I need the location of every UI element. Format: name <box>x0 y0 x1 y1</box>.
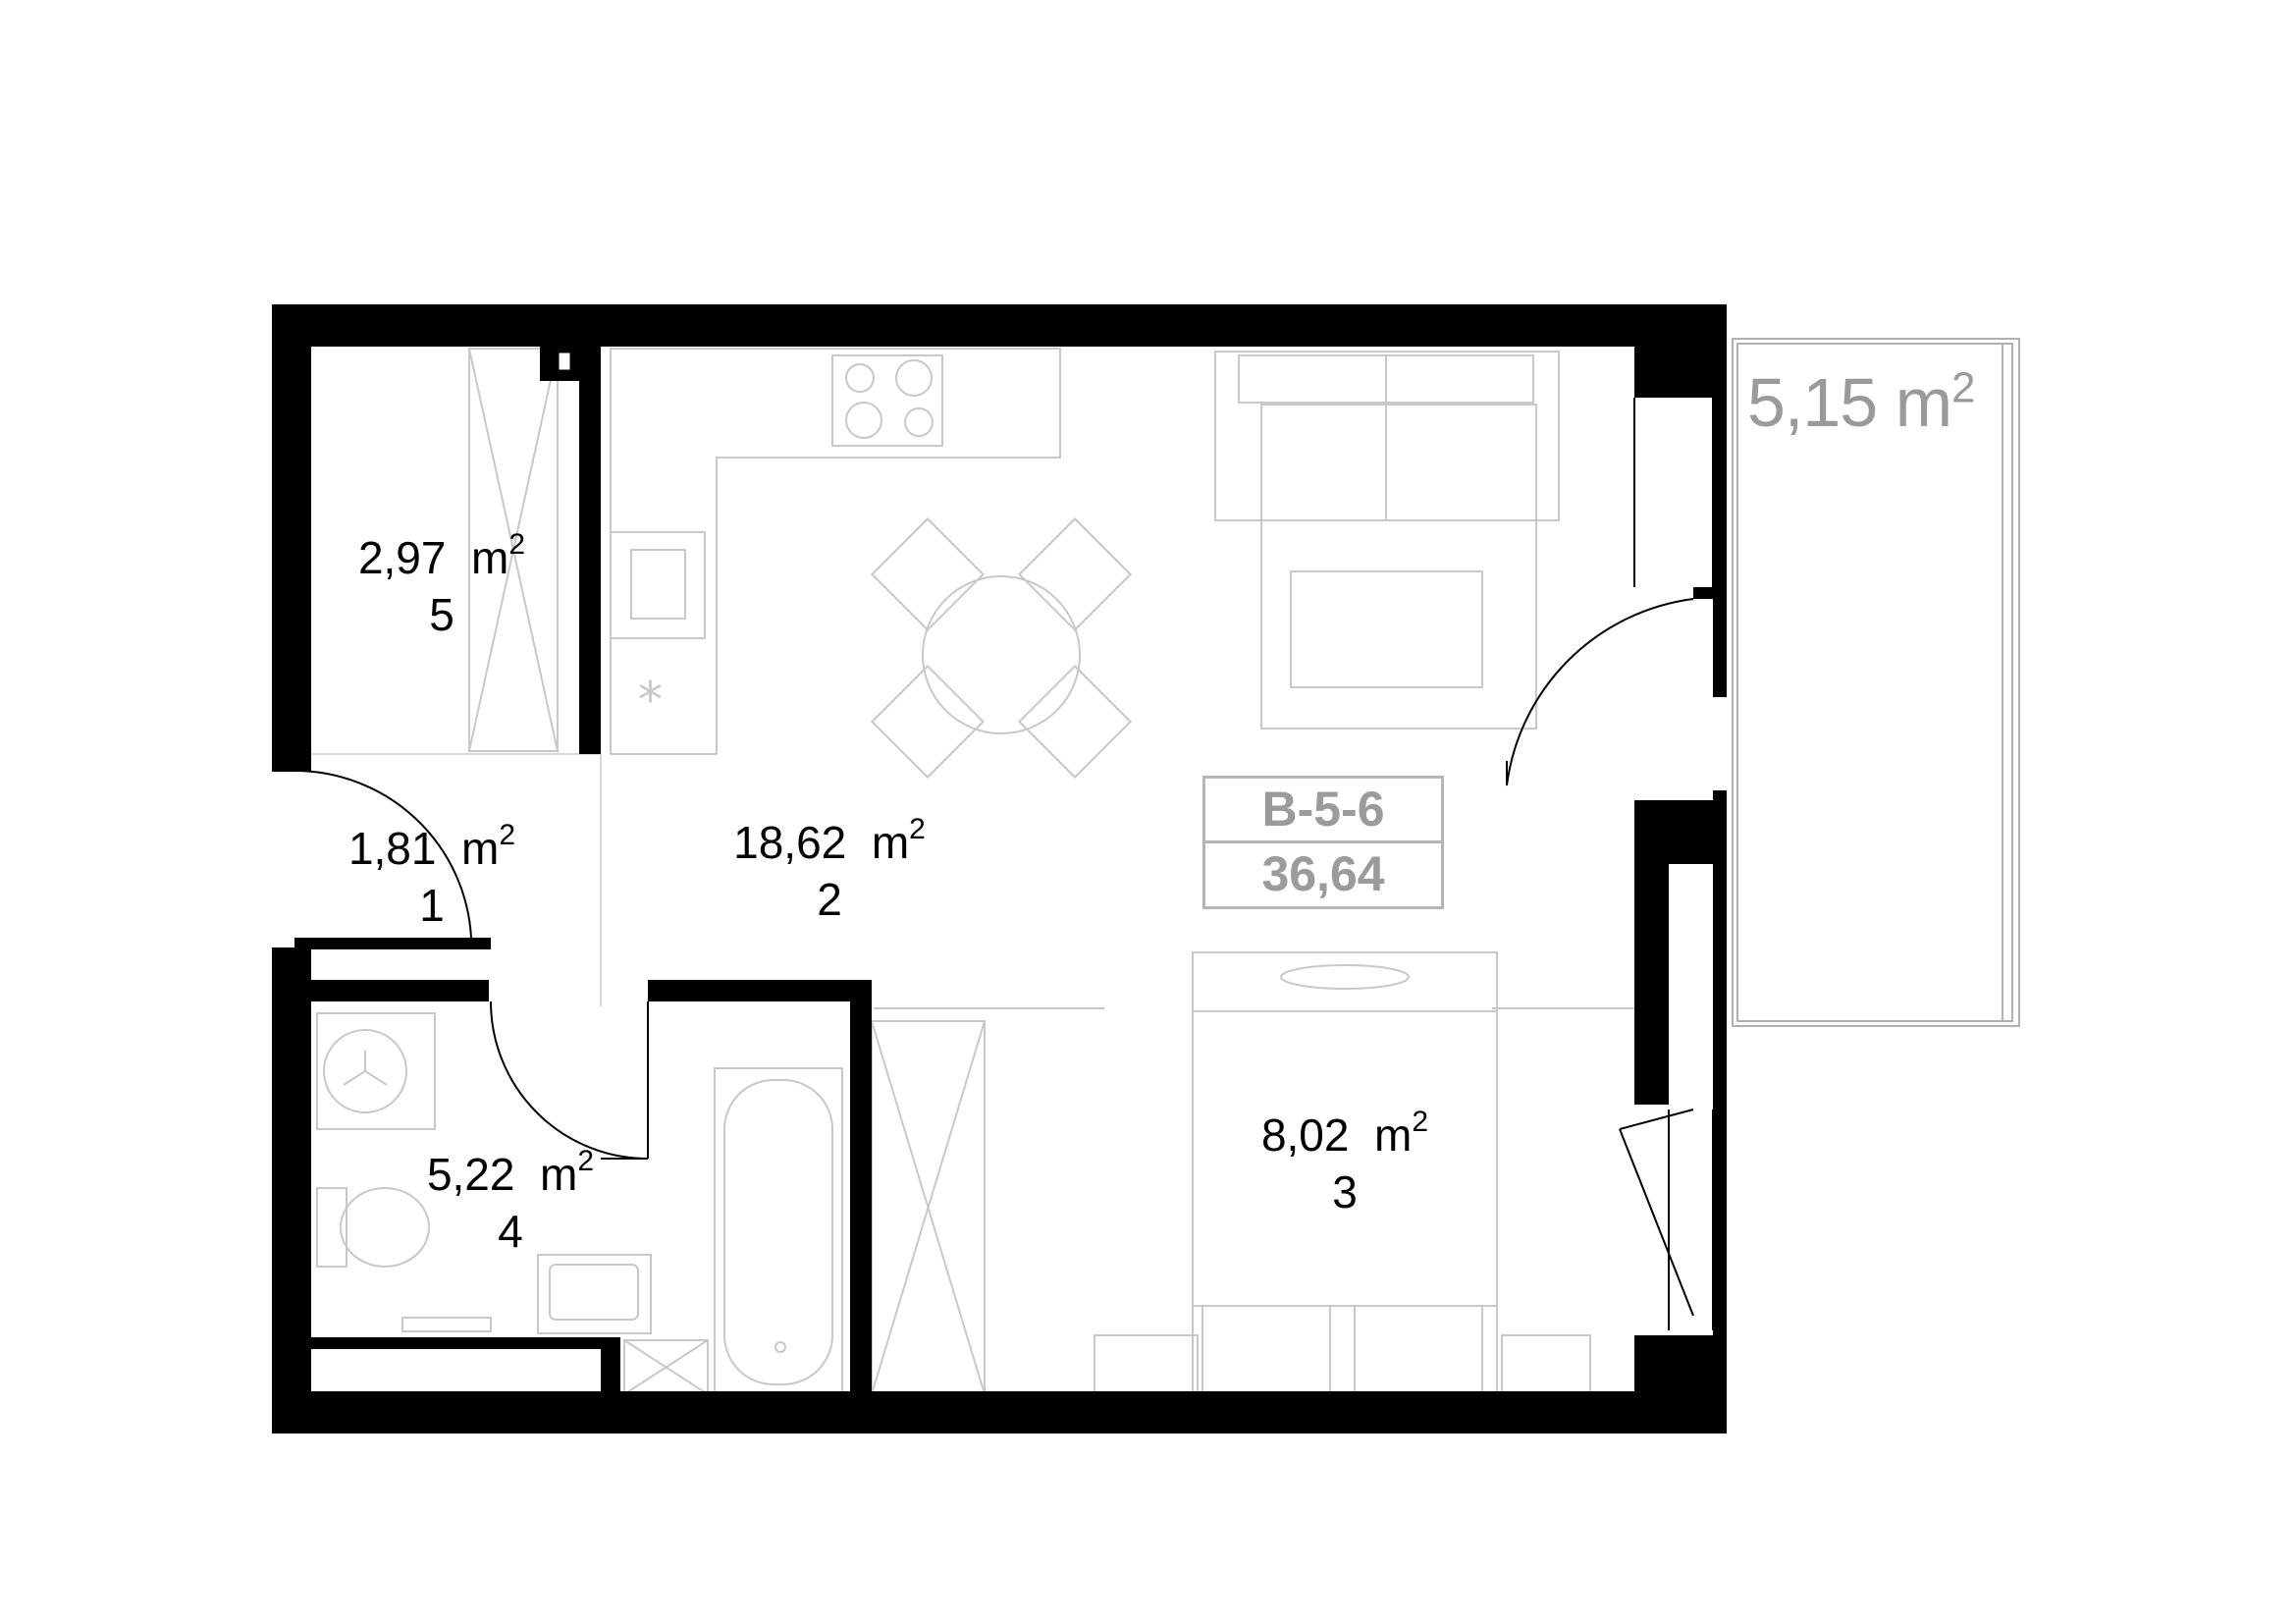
doors-windows <box>294 398 1714 1330</box>
room-2-number: 2 <box>817 873 842 925</box>
washing-machine <box>316 1012 436 1130</box>
unit-total-area: 36,64 <box>1261 846 1385 901</box>
walls <box>272 304 1727 1434</box>
unit-code: B-5-6 <box>1205 779 1441 843</box>
room-4-area: 5,22 m2 <box>426 1145 595 1201</box>
door-room-4 <box>490 1001 649 1160</box>
room-5-label: 2,97 m2 5 <box>324 528 560 643</box>
balcony-area: 5,15 <box>1747 364 1878 441</box>
balcony-unit: m <box>1895 364 1952 441</box>
balcony-unit-sup: 2 <box>1951 363 1976 412</box>
unit-info-box: B-5-6 36,64 <box>1202 776 1444 909</box>
dining-table <box>922 575 1081 734</box>
balcony-area-label: 5,15 m2 <box>1747 363 1976 442</box>
bathroom-sink <box>537 1254 652 1334</box>
room-2-area: 18,62 m2 <box>733 813 926 869</box>
room-2-label: 18,62 m2 2 <box>712 813 947 928</box>
furniture: * <box>310 348 1634 1395</box>
toilet <box>340 1187 430 1268</box>
room-4-label: 5,22 m2 4 <box>393 1145 628 1260</box>
room-5-number: 5 <box>429 588 454 640</box>
room-4-number: 4 <box>498 1205 523 1257</box>
balcony-door-swing <box>1506 598 1694 786</box>
room-1-number: 1 <box>419 879 445 931</box>
room-1-area: 1,81 m2 <box>347 819 516 875</box>
room-3-label: 8,02 m2 3 <box>1227 1106 1463 1220</box>
kitchen-counter <box>610 348 1061 755</box>
kitchen-sink <box>610 531 706 639</box>
room-3-number: 3 <box>1332 1165 1358 1217</box>
cooktop <box>831 354 943 447</box>
room-1-label: 1,81 m2 1 <box>314 819 550 934</box>
bathtub <box>714 1067 843 1395</box>
room-3-area: 8,02 m2 <box>1260 1106 1429 1162</box>
door-room-1 <box>294 769 472 939</box>
svg-text:*: * <box>638 672 663 729</box>
coffee-table <box>1290 570 1483 688</box>
balcony <box>1732 338 2020 1027</box>
room-5-area: 2,97 m2 <box>357 528 526 584</box>
